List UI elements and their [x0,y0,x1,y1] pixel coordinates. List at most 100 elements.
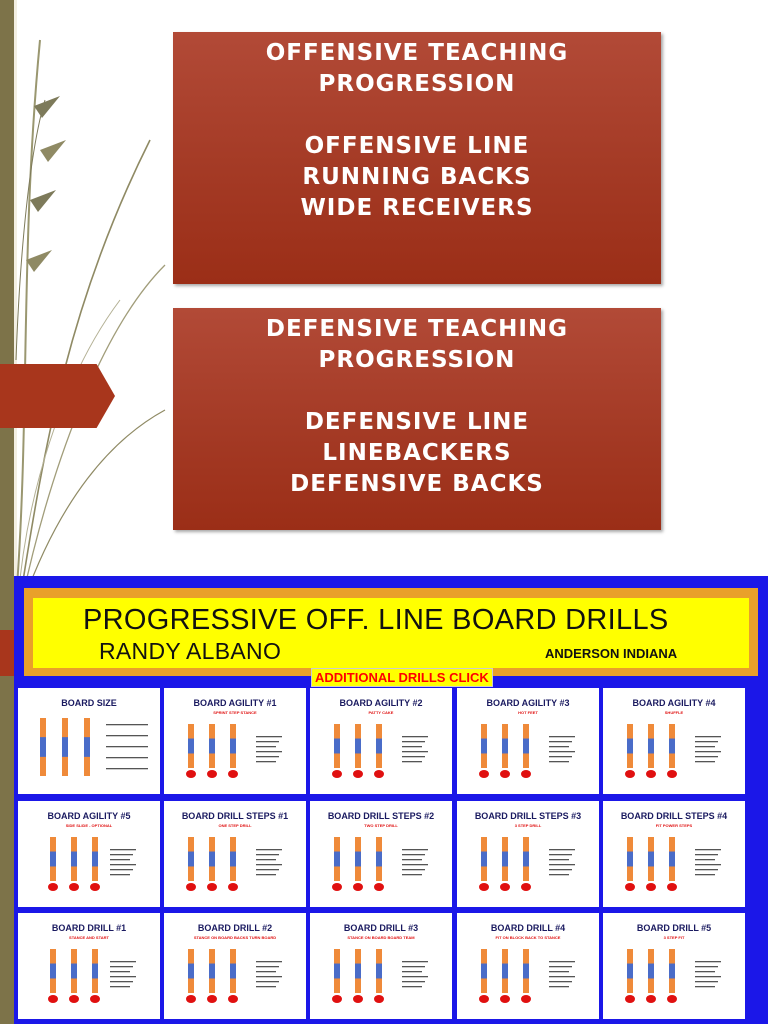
coaching-point-line [549,751,575,753]
player-marker-icon [207,883,217,891]
board-center-shape [209,851,215,867]
coaching-point-line [110,981,133,983]
coaching-point-line [402,874,422,876]
board-center-shape [50,963,56,979]
drill-card-title: BOARD DRILL STEPS #3 [474,811,582,821]
coaching-point-line [549,869,572,871]
player-marker-icon [48,883,58,891]
player-marker-icon [625,995,635,1003]
coaching-point-line [695,736,721,738]
board-center-shape [376,963,382,979]
board-drills-slide: PROGRESSIVE OFF. LINE BOARD DRILLS RANDY… [14,576,768,1024]
coaching-point-line [695,751,721,753]
coaching-point-line [695,849,721,851]
player-marker-icon [521,770,531,778]
board-center-shape [355,851,361,867]
drill-card-subtitle: 3 STEP FIT [663,935,685,940]
offensive-progression-panel[interactable]: OFFENSIVE TEACHING PROGRESSION OFFENSIVE… [173,32,661,284]
slide-author: RANDY ALBANO [99,638,282,664]
decorative-stems-icon [15,39,166,601]
drill-card[interactable]: BOARD SIZE [18,688,160,794]
player-marker-icon [646,995,656,1003]
board-center-shape [502,738,508,754]
board-center-shape [669,963,675,979]
board-center-shape [355,738,361,754]
drill-card-subtitle: STANCE ON BOARD BACKS TURN BOARD [193,935,277,940]
defensive-item-linebackers: LINEBACKERS [322,440,512,466]
defensive-progression-panel[interactable]: DEFENSIVE TEACHING PROGRESSION DEFENSIVE… [173,308,661,530]
left-accent-stripe [14,0,17,1024]
drill-diagram-icon [479,837,575,891]
board-center-shape [376,851,382,867]
board-center-shape [627,738,633,754]
board-center-shape [502,963,508,979]
board-center-shape [648,851,654,867]
drill-card[interactable]: BOARD DRILL STEPS #2 TWO STEP DRILL [310,801,452,907]
player-marker-icon [207,770,217,778]
coaching-point-line [110,961,136,963]
additional-drills-link[interactable]: ADDITIONAL DRILLS CLICK [311,668,493,687]
coaching-point-line [110,864,136,866]
drill-card[interactable]: BOARD DRILL #3 STANCE ON BOARD BOARD TEAM [310,913,452,1019]
coaching-point-line [549,874,569,876]
board-center-shape [209,963,215,979]
drill-card-subtitle: FIT ON BLOCK BACK TO STANCE [495,935,561,940]
coaching-point-line [106,768,148,770]
coaching-point-line [695,869,718,871]
coaching-point-line [402,981,425,983]
coaching-point-line [256,859,276,861]
player-marker-icon [90,995,100,1003]
board-center-shape [481,963,487,979]
coaching-point-line [402,986,422,988]
coaching-point-line [256,966,279,968]
slide-title: PROGRESSIVE OFF. LINE BOARD DRILLS [83,604,669,636]
drill-card-title: BOARD SIZE [61,698,117,708]
player-marker-icon [228,995,238,1003]
coaching-point-line [106,757,148,759]
board-center-shape [648,738,654,754]
player-marker-icon [667,883,677,891]
coaching-point-line [695,756,718,758]
drill-diagram-icon [332,837,428,891]
coaching-point-line [110,854,133,856]
coaching-point-line [256,736,282,738]
drill-card-title: BOARD DRILL #1 [51,923,127,933]
drill-card-subtitle: HOT FEET [518,710,538,715]
drill-card-subtitle: TWO STEP DRILL [364,823,398,828]
coaching-point-line [402,976,428,978]
coaching-point-line [695,746,715,748]
player-marker-icon [48,995,58,1003]
coaching-point-line [256,741,279,743]
drill-card-title: BOARD DRILL STEPS #2 [327,811,435,821]
drill-diagram-icon [186,837,282,891]
board-center-shape [209,738,215,754]
slide-header: PROGRESSIVE OFF. LINE BOARD DRILLS RANDY… [24,588,758,676]
coaching-point-line [256,981,279,983]
board-center-shape [669,738,675,754]
drill-diagram-icon [625,837,721,891]
coaching-point-line [549,756,572,758]
player-marker-icon [332,995,342,1003]
drill-diagram-icon [186,949,282,1003]
drill-card-subtitle: SHUFFLE [664,710,684,715]
drill-card-title: BOARD DRILL #3 [343,923,419,933]
coaching-point-line [256,976,282,978]
board-center-shape [627,851,633,867]
drill-card-subtitle: STANCE ON BOARD BOARD TEAM [347,935,415,940]
drill-card-subtitle: ONE STEP DRILL [218,823,252,828]
board-center-shape [334,851,340,867]
